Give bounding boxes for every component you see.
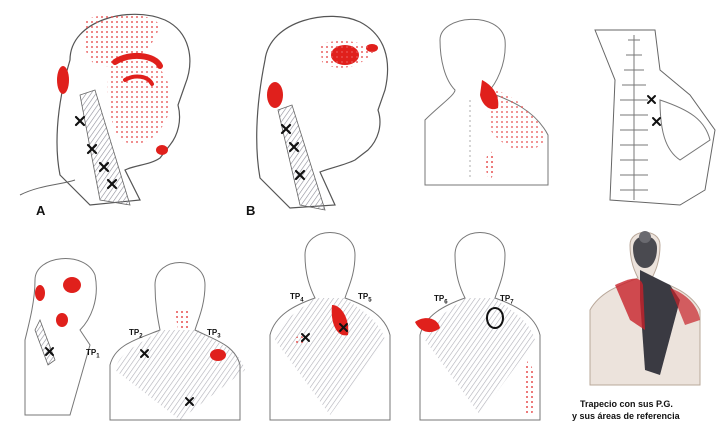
tp2-label: TP2 <box>129 328 143 340</box>
figure-caption: Trapecio con sus P.G. y sus áreas de ref… <box>572 398 718 422</box>
figure-tp2-tp3-back <box>110 263 245 421</box>
tp3-label: TP3 <box>207 328 221 340</box>
figure-back-shoulder <box>425 19 548 185</box>
tp7-label: TP7 <box>500 294 514 306</box>
figure-trapezius-photo <box>575 228 715 388</box>
tp4-label: TP4 <box>290 292 304 304</box>
figure-tp1-side <box>25 259 96 415</box>
tp6-label: TP6 <box>434 294 448 306</box>
tp5-label: TP5 <box>358 292 372 304</box>
panel-label-b: B <box>246 203 255 218</box>
panel-label-a: A <box>36 203 45 218</box>
figure-tp4-tp5-back <box>270 233 390 421</box>
caption-line-1: Trapecio con sus P.G. <box>572 398 718 410</box>
figure-tp6-tp7-back <box>415 233 540 421</box>
tp1-label: TP1 <box>86 348 100 360</box>
figure-a-head <box>20 14 190 205</box>
figure-b-head <box>257 16 388 210</box>
figure-spine <box>595 30 715 205</box>
caption-line-2: y sus áreas de referencia <box>572 410 718 422</box>
